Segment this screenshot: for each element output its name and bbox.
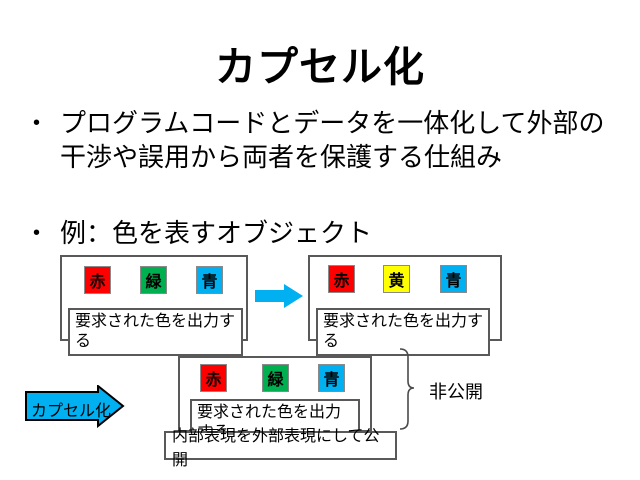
bullet-icon: • — [33, 222, 41, 244]
bullet-item-2: • 例：色を表すオブジェクト — [33, 216, 372, 250]
bullet-1-line-2: 干渉や誤用から両者を保護する仕組み — [60, 142, 503, 172]
color-square-blue: 青 — [196, 266, 223, 294]
bullet-1-line-1: プログラムコードとデータを一体化して外部の — [60, 108, 605, 138]
encapsulation-arrow-label: カプセル化 — [31, 403, 112, 420]
bullet-item-1: • プログラムコードとデータを一体化して外部の 干渉や誤用から両者を保護する仕組… — [33, 106, 604, 174]
method-box-after: 要求された色を出力する — [316, 308, 490, 356]
slide-title: カプセル化 — [215, 44, 425, 90]
color-square-red: 赤 — [200, 364, 227, 392]
bullet-1-text: プログラムコードとデータを一体化して外部の 干渉や誤用から両者を保護する仕組み — [60, 106, 604, 174]
private-label: 非公開 — [429, 382, 483, 402]
color-square-red: 赤 — [328, 265, 355, 293]
bullet-icon: • — [33, 112, 41, 134]
brace-icon — [399, 348, 415, 430]
publish-box: 内部表現を外部表現にして公開 — [164, 428, 397, 469]
encapsulation-arrow-icon — [25, 385, 125, 428]
method-box-before: 要求された色を出力する — [68, 308, 243, 356]
color-square-green: 緑 — [262, 364, 289, 392]
bullet-2-text: 例：色を表すオブジェクト — [60, 218, 373, 248]
color-square-green: 緑 — [140, 266, 167, 294]
color-square-blue: 青 — [440, 265, 467, 293]
color-square-yellow: 黄 — [383, 265, 410, 293]
color-square-blue: 青 — [318, 364, 345, 392]
right-arrow-icon — [255, 284, 303, 308]
color-square-red: 赤 — [84, 266, 111, 294]
